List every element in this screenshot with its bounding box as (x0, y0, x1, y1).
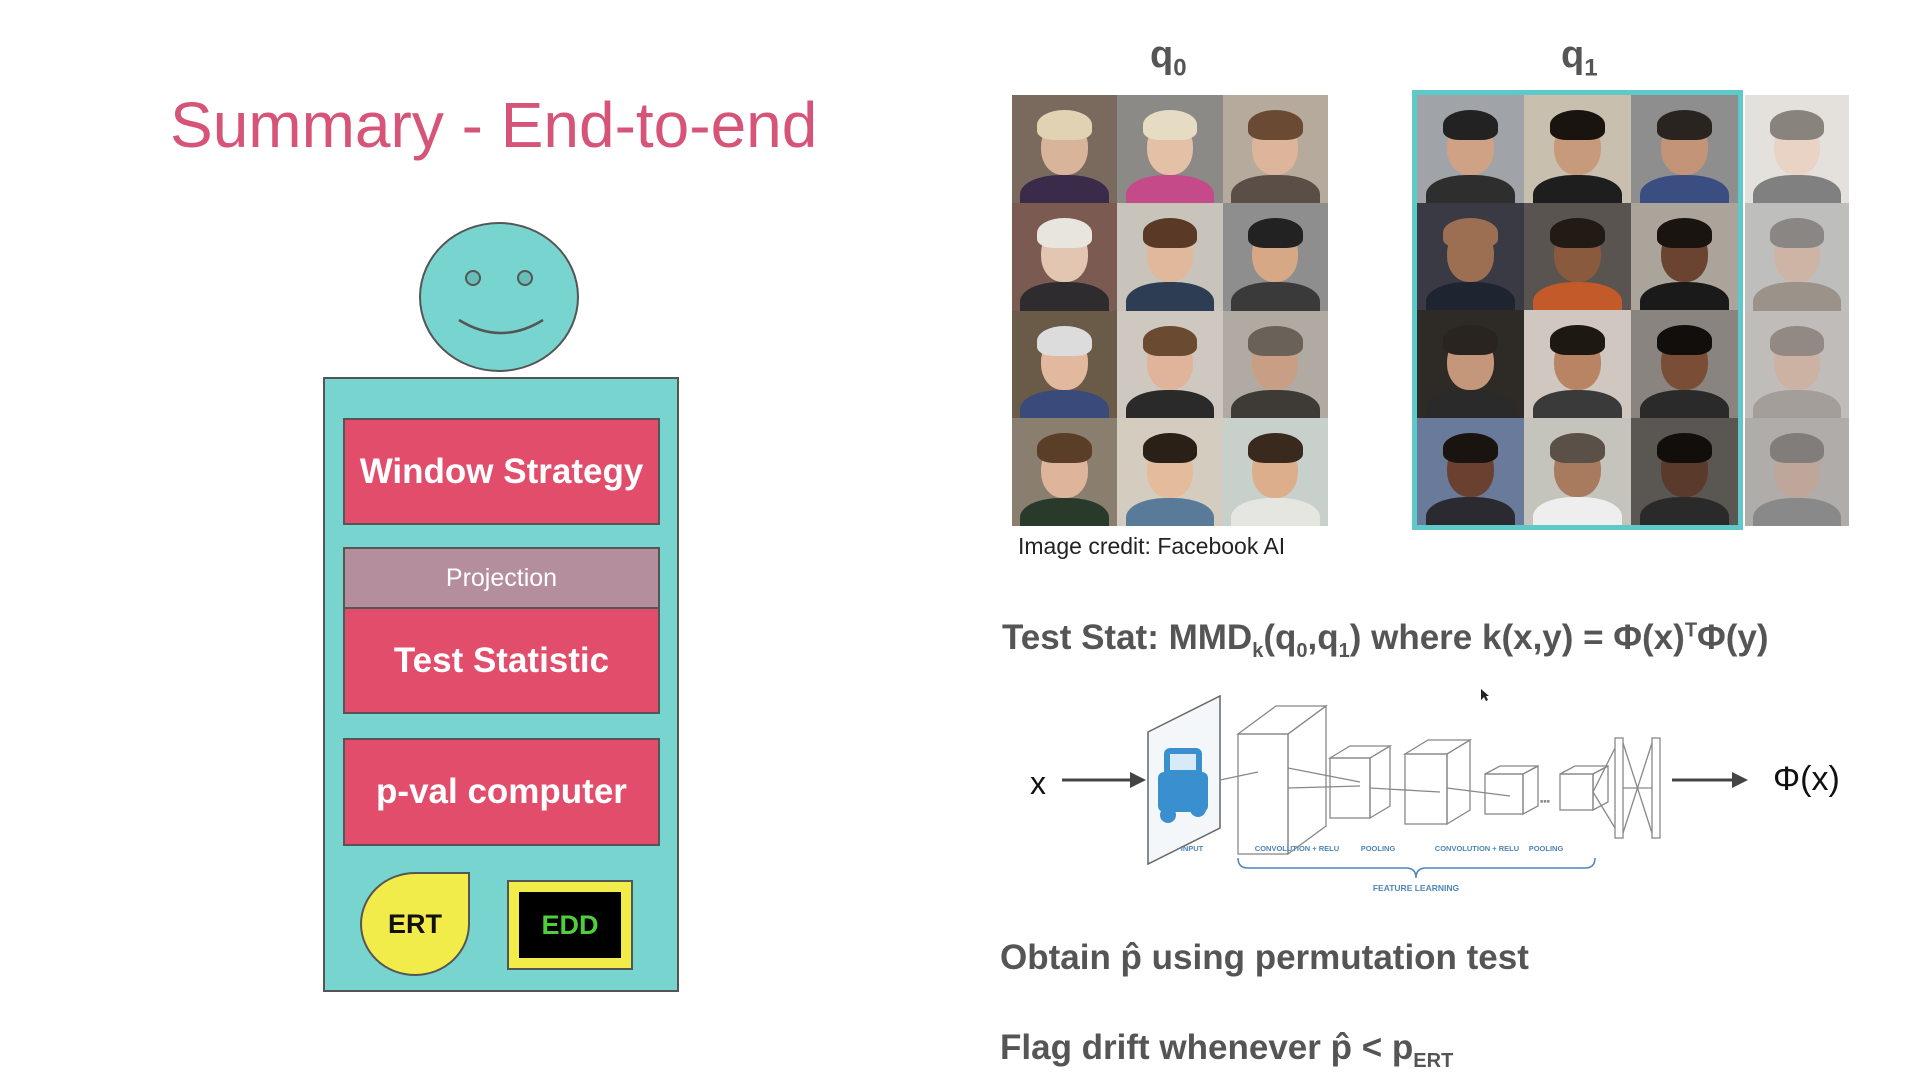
label-conv-relu-2: CONVOLUTION + RELU (1435, 844, 1519, 853)
face-photo (1745, 202, 1849, 311)
projection-block: Projection (343, 547, 660, 609)
face-photo (1117, 310, 1223, 419)
face-photo (1745, 310, 1849, 419)
face-photo (1631, 310, 1738, 418)
test-statistic-block: Test Statistic (343, 607, 660, 714)
test-stat-formula: Test Stat: MMDk(q0,q1) where k(x,y) = Φ(… (1002, 618, 1769, 662)
pval-computer-block: p-val computer (343, 738, 660, 846)
face-photo (1631, 95, 1738, 203)
q1-label: q1 (1561, 34, 1598, 82)
face-photo (1745, 95, 1849, 203)
pool-block-2: ... (1446, 764, 1551, 816)
feature-learning-brace (1237, 857, 1596, 879)
q0-photo-grid (1012, 95, 1328, 526)
label-pooling-2: POOLING (1529, 844, 1564, 853)
robot-body: Window Strategy Projection Test Statisti… (323, 377, 679, 992)
fully-connected-block (1559, 737, 1661, 839)
label-input: INPUT (1181, 844, 1204, 853)
cnn-input-symbol: x (1030, 765, 1046, 801)
cnn-diagram: ... INPUT CONVOLUTION + RELU POOLING CON… (1062, 694, 1748, 893)
face-photo (1222, 310, 1328, 419)
conv-block-1 (1219, 704, 1328, 856)
obtain-bullet: Obtain p̂ using permutation test (1000, 938, 1529, 977)
svg-text:...: ... (1540, 791, 1550, 805)
q1-photo-grid (1417, 95, 1738, 525)
q1-faded-column (1745, 95, 1849, 526)
face-photo (1117, 202, 1223, 311)
face-photo (1417, 310, 1524, 418)
face-photo (1012, 202, 1118, 311)
conv-block-2 (1369, 738, 1473, 826)
face-photo (1745, 418, 1849, 526)
robot-smile (458, 318, 544, 335)
edd-label: EDD (519, 892, 621, 958)
ert-blob: ERT (360, 872, 470, 976)
face-photo (1012, 95, 1118, 203)
slide-title: Summary - End-to-end (170, 89, 818, 161)
face-photo (1012, 418, 1118, 526)
face-photo (1631, 202, 1738, 310)
image-credit: Image credit: Facebook AI (1018, 533, 1286, 559)
mouse-cursor-icon (1481, 689, 1489, 701)
robot-left-eye (465, 270, 481, 286)
label-pooling-1: POOLING (1361, 844, 1396, 853)
face-photo (1222, 95, 1328, 203)
face-photo (1524, 95, 1631, 203)
flag-drift-bullet: Flag drift whenever p̂ < pERT (1000, 1028, 1454, 1072)
face-photo (1222, 418, 1328, 526)
face-photo (1222, 202, 1328, 311)
pool-block-1 (1287, 744, 1393, 820)
car-icon (1158, 748, 1208, 823)
label-conv-relu-1: CONVOLUTION + RELU (1255, 844, 1339, 853)
q0-label: q0 (1150, 34, 1187, 82)
face-photo (1524, 202, 1631, 310)
face-photo (1012, 310, 1118, 419)
face-photo (1524, 417, 1631, 525)
label-feature-learning: FEATURE LEARNING (1373, 883, 1460, 893)
face-photo (1631, 417, 1738, 525)
q1-highlight-frame (1412, 90, 1743, 530)
face-photo (1417, 95, 1524, 203)
face-photo (1417, 417, 1524, 525)
window-strategy-block: Window Strategy (343, 418, 660, 525)
robot-right-eye (517, 270, 533, 286)
cnn-output-symbol: Φ(x) (1773, 760, 1840, 798)
face-photo (1417, 202, 1524, 310)
face-photo (1117, 418, 1223, 526)
edd-box: EDD (507, 880, 633, 970)
face-photo (1117, 95, 1223, 203)
robot-head (419, 222, 579, 372)
face-photo (1524, 310, 1631, 418)
